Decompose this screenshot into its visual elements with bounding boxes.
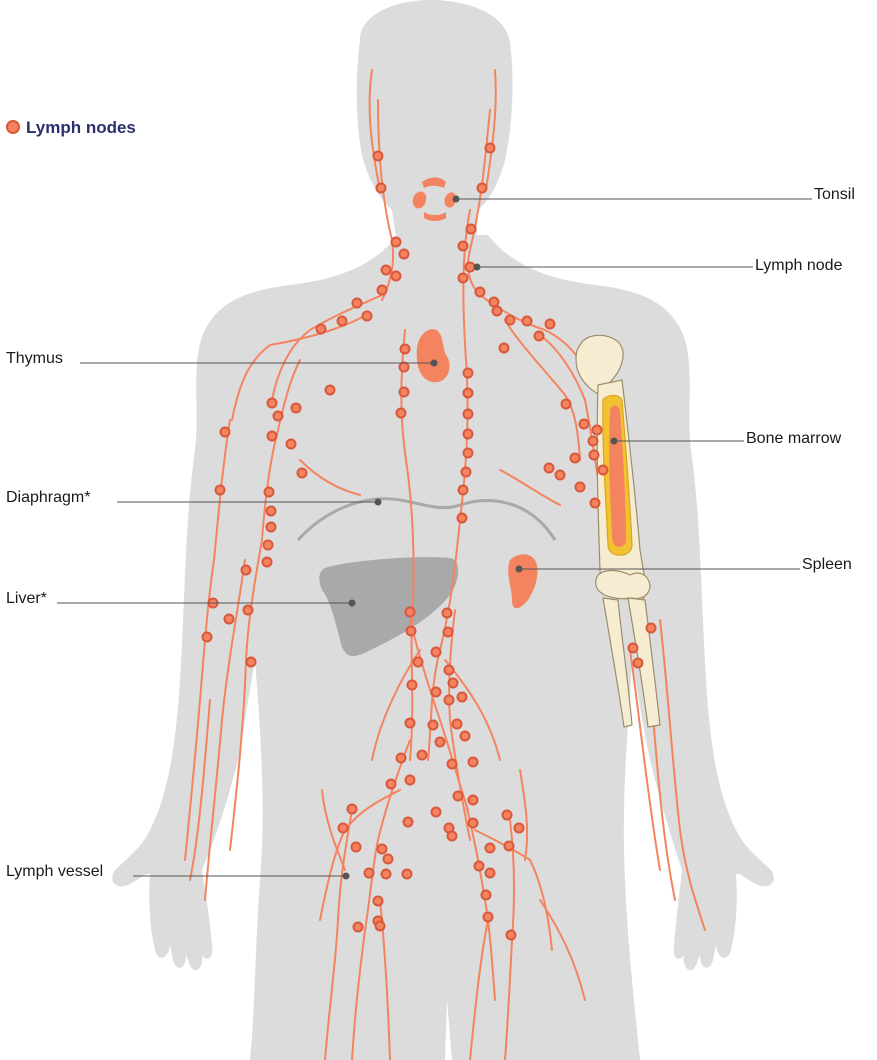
thymus-label: Thymus: [6, 350, 63, 367]
tonsil-label: Tonsil: [814, 186, 855, 203]
legend: Lymph nodes: [7, 118, 136, 137]
legend-label: Lymph nodes: [26, 118, 136, 137]
label-tonsil: Tonsil: [453, 186, 855, 203]
liver-label: Liver*: [6, 590, 47, 607]
legend-node-swatch: [7, 121, 19, 133]
spleen-label: Spleen: [802, 556, 852, 573]
body-silhouette: [112, 0, 774, 1060]
lymph-node-label: Lymph node: [755, 257, 843, 274]
diaphragm-label: Diaphragm*: [6, 489, 90, 506]
bone-marrow-label: Bone marrow: [746, 430, 842, 447]
lymph-vessel-label: Lymph vessel: [6, 863, 103, 880]
